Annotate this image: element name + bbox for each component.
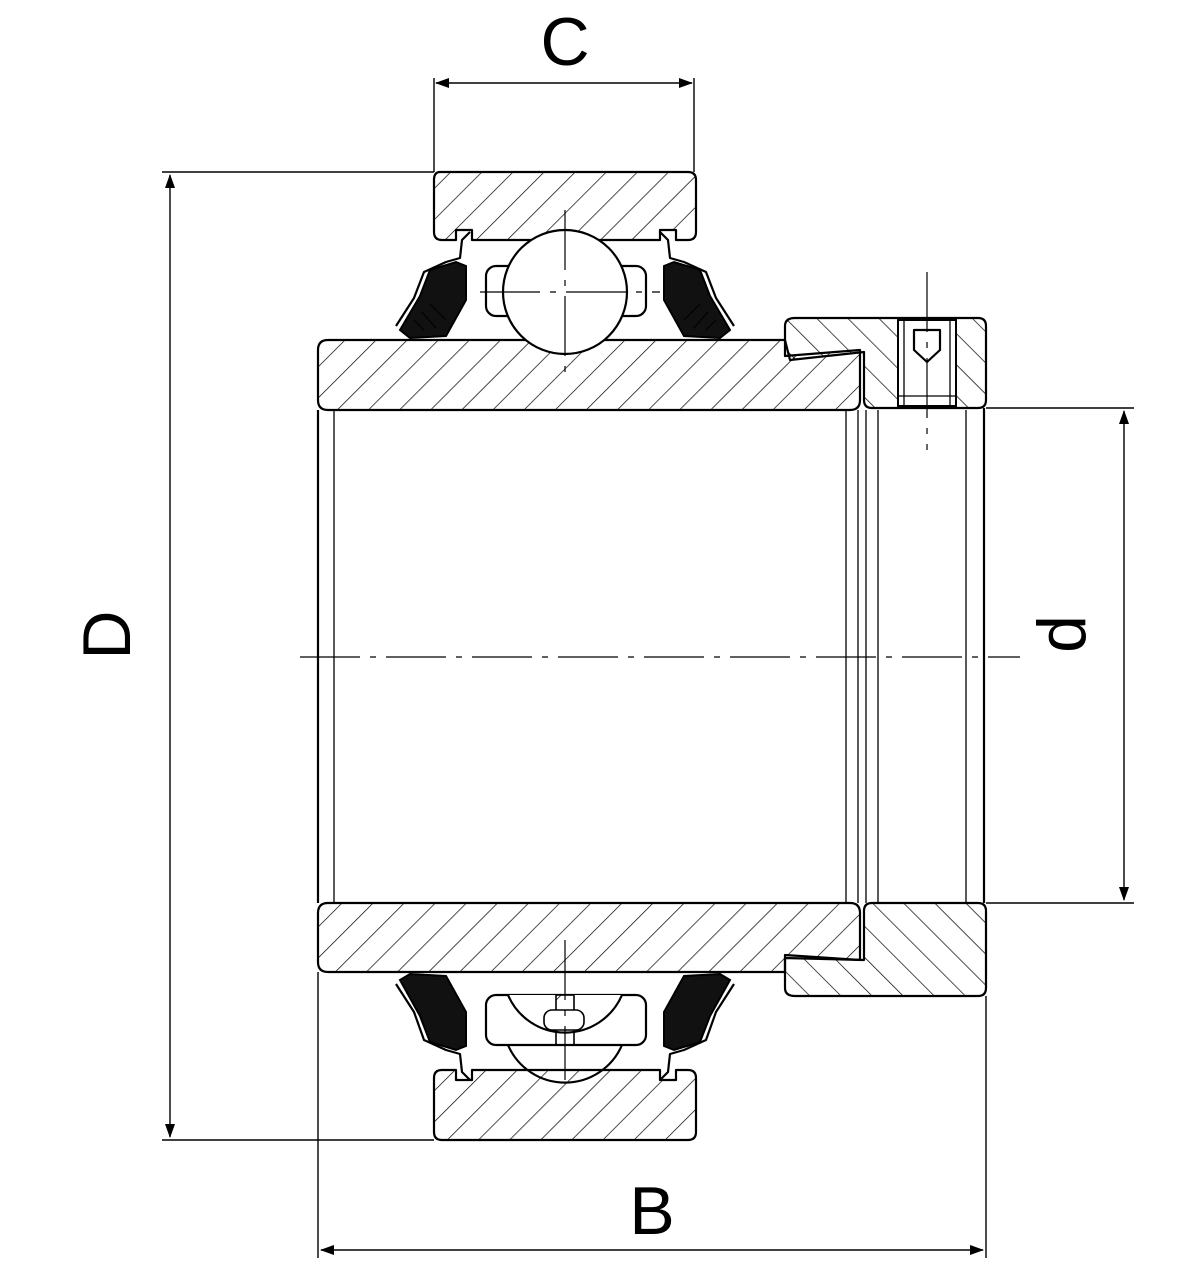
bore-outline — [316, 408, 986, 903]
locking-collar-bottom — [783, 901, 988, 998]
dimension-label-D: D — [69, 610, 145, 659]
seal-right-bottom — [659, 972, 735, 1081]
locking-collar-top — [783, 316, 988, 410]
seal-left-top — [395, 231, 471, 340]
outer-ring-top — [432, 170, 698, 242]
inner-ring-top — [316, 338, 862, 412]
dimension-d: d — [986, 407, 1134, 904]
dimension-C: C — [433, 4, 695, 172]
center-lines — [300, 210, 1020, 1080]
dimension-B: B — [317, 972, 987, 1258]
dimension-label-d: d — [1024, 615, 1100, 653]
dimension-label-C: C — [540, 4, 589, 80]
seal-right-top — [659, 231, 735, 340]
dimension-label-B: B — [629, 1173, 674, 1249]
seal-left-bottom — [395, 972, 471, 1081]
outer-ring-bottom — [432, 1068, 698, 1142]
dimension-D: D — [69, 171, 434, 1141]
inner-ring-bottom — [316, 901, 862, 974]
